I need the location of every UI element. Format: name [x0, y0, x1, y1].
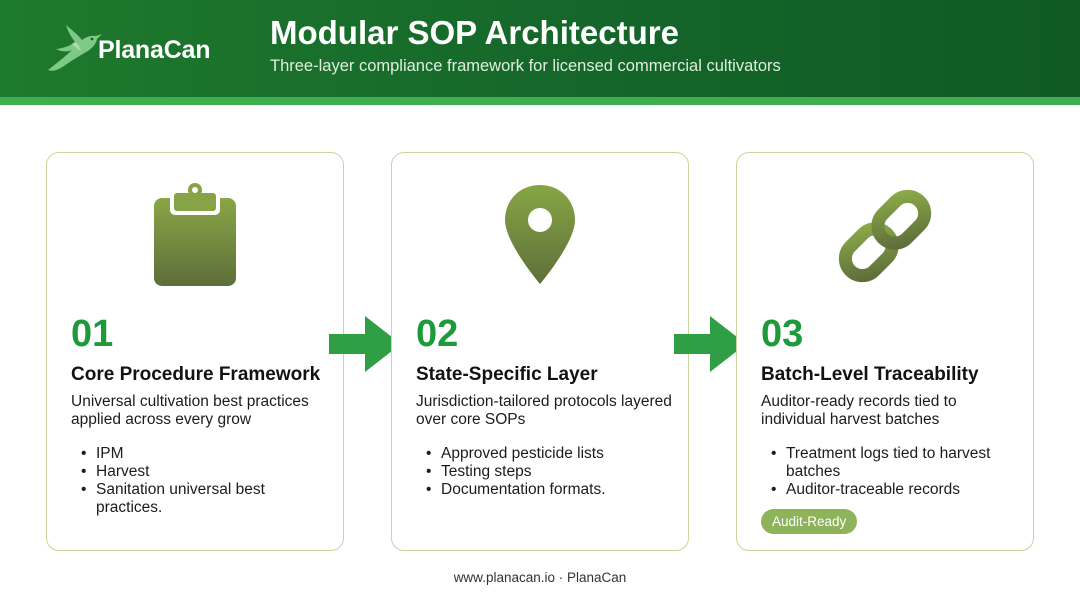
card-title: State-Specific Layer	[416, 364, 598, 385]
list-item: Testing steps	[426, 463, 676, 481]
card-batch-traceability: 03 Batch-Level Traceability Auditor-read…	[736, 152, 1034, 551]
header-banner: PlanaCan Modular SOP Architecture Three-…	[0, 0, 1080, 97]
card-title: Batch-Level Traceability	[761, 364, 979, 385]
step-number: 02	[416, 313, 459, 355]
hummingbird-icon	[48, 25, 102, 71]
list-item: Treatment logs tied to harvest batches	[771, 445, 1021, 481]
clipboard-icon	[154, 183, 236, 286]
page-subtitle: Three-layer compliance framework for lic…	[270, 57, 781, 75]
header-accent-stripe	[0, 97, 1080, 105]
list-item: Harvest	[81, 463, 331, 481]
list-item: Documentation formats.	[426, 481, 676, 499]
card-description: Jurisdiction-tailored protocols layered …	[416, 393, 672, 428]
card-description: Universal cultivation best practices app…	[71, 393, 309, 428]
chain-link-icon	[838, 189, 932, 283]
arrow-right-icon	[329, 316, 401, 372]
card-description: Auditor-ready records tied to individual…	[761, 393, 957, 428]
card-state-specific: 02 State-Specific Layer Jurisdiction-tai…	[391, 152, 689, 551]
bullet-list: IPM Harvest Sanitation universal best pr…	[81, 445, 331, 517]
footer-text: www.planacan.io · PlanaCan	[453, 570, 627, 585]
location-pin-icon	[505, 185, 575, 284]
list-item: Sanitation universal best practices.	[81, 481, 331, 517]
audit-ready-badge: Audit-Ready	[761, 509, 858, 534]
list-item: Auditor-traceable records	[771, 481, 1021, 499]
page-title: Modular SOP Architecture	[270, 14, 679, 51]
list-item: Approved pesticide lists	[426, 445, 676, 463]
step-number: 01	[71, 313, 114, 355]
step-number: 03	[761, 313, 804, 355]
brand-name: PlanaCan	[98, 36, 211, 64]
list-item: IPM	[81, 445, 331, 463]
arrow-right-icon	[674, 316, 746, 372]
bullet-list: Approved pesticide lists Testing steps D…	[426, 445, 676, 499]
card-core-procedure: 01 Core Procedure Framework Universal cu…	[46, 152, 344, 551]
bullet-list: Treatment logs tied to harvest batches A…	[771, 445, 1021, 499]
card-title: Core Procedure Framework	[71, 364, 321, 385]
